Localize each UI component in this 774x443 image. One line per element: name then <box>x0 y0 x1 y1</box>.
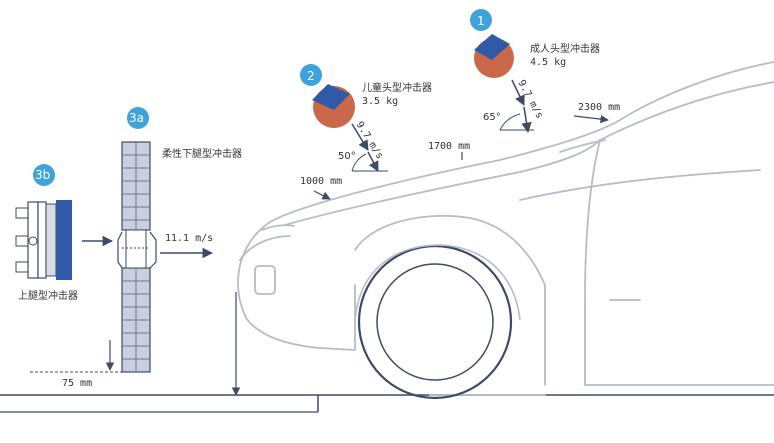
adult-head-name: 成人头型冲击器 <box>530 42 600 55</box>
dimension-1700: 1700 mm <box>428 141 470 152</box>
dimension-2300: 2300 mm <box>578 102 620 113</box>
badge-1-label: 1 <box>477 14 485 28</box>
badge-2-label: 2 <box>307 69 315 83</box>
adult-head-impactor <box>474 34 534 134</box>
ground-line <box>0 394 774 413</box>
upper-leg-name: 上腿型冲击器 <box>18 289 78 302</box>
badge-3b <box>33 164 55 186</box>
car-outline <box>237 61 774 396</box>
clearance-dimension <box>30 340 122 396</box>
child-head-impactor <box>312 84 388 172</box>
upper-leg-impactor <box>15 200 114 280</box>
child-head-angle: 50° <box>338 151 356 162</box>
dimension-75: 75 mm <box>62 378 92 389</box>
badge-1 <box>470 9 492 31</box>
flex-leg-speed: 11.1 m/s <box>165 233 213 244</box>
badge-3a-label: 3a <box>129 111 144 125</box>
child-head-name: 儿童头型冲击器 <box>362 81 432 94</box>
flex-leg-impactor <box>117 141 214 373</box>
badge-2 <box>300 64 322 86</box>
front-wheel <box>354 244 521 400</box>
adult-head-mass: 4.5 kg <box>530 57 566 68</box>
flex-leg-name: 柔性下腿型冲击器 <box>162 147 242 160</box>
hood-dimension-marks <box>313 114 609 200</box>
dimension-1000: 1000 mm <box>300 176 342 187</box>
badge-3a <box>127 107 149 129</box>
adult-head-angle: 65° <box>483 112 501 123</box>
badge-3b-label: 3b <box>35 168 50 182</box>
child-head-mass: 3.5 kg <box>362 96 398 107</box>
